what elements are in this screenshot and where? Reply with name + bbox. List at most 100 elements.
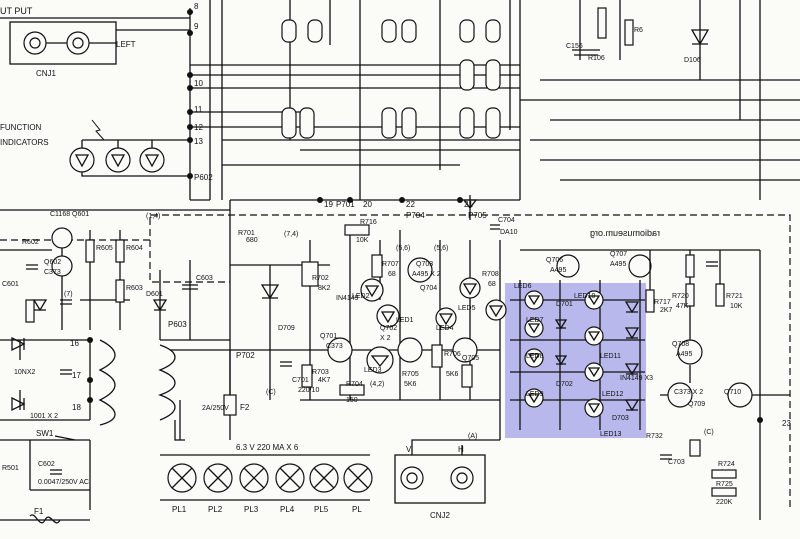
note-7-4: (7,4) (284, 231, 298, 238)
note-a: (A) (468, 433, 477, 440)
r707-label: R707 (382, 261, 399, 268)
port-p603: P603 (168, 320, 187, 329)
c704-label: C704 (498, 217, 515, 224)
q602-label: Q602 (44, 259, 61, 266)
r725-label: R725 (716, 481, 733, 488)
in4149x3-label: IN4149 X3 (620, 375, 653, 382)
r703-label: R703 (312, 369, 329, 376)
q706-label: Q706 (546, 257, 563, 264)
q702-label: Q702 (380, 325, 397, 332)
d601-label: D601 (146, 291, 163, 298)
led-matrix (510, 280, 645, 430)
r702-label: R702 (312, 275, 329, 282)
note-5-6-a: (5,6) (396, 245, 410, 252)
q707-label: Q707 (610, 251, 627, 258)
r707-value: 68 (388, 271, 396, 278)
r725-value: 220K (716, 499, 733, 506)
lamp-pl4: PL4 (280, 505, 295, 514)
led1-label: LED1 (396, 317, 414, 324)
cnj2-label: CNJ2 (430, 511, 451, 520)
left-rectifier (0, 336, 116, 426)
pin-17: 17 (72, 371, 81, 380)
note-c-2: (C) (704, 429, 714, 436)
r705-value: 5K6 (404, 381, 417, 388)
d709-label: D709 (278, 325, 295, 332)
h-label: H (458, 445, 464, 454)
led13-label: LED13 (600, 431, 622, 438)
lamp-pl2: PL2 (208, 505, 223, 514)
switch-bank (190, 0, 520, 200)
r708-label: R708 (482, 271, 499, 278)
lamp-rating: 6.3 V 220 MA X 6 (236, 443, 299, 452)
q701-label: Q701 (320, 333, 337, 340)
d702-label: D702 (556, 381, 573, 388)
transformer-f2 (158, 344, 237, 441)
r603-label: R603 (126, 285, 143, 292)
led11-label: LED11 (600, 353, 621, 360)
q703-type: A495 X 2 (412, 271, 441, 278)
q705-label: Q705 (462, 355, 479, 362)
r705-label: R705 (402, 371, 419, 378)
diode-pair-label: 10NX2 (14, 369, 36, 376)
r6-label: R6 (634, 27, 643, 34)
note-4-2: (4,2) (370, 381, 384, 388)
note-c-1: (C) (266, 389, 276, 396)
r706-value: 5K6 (446, 371, 459, 378)
c156-label: C156 (566, 43, 583, 50)
r701-value: 680 (246, 237, 258, 244)
pin-11: 11 (194, 105, 203, 114)
cnj1-label: CNJ1 (36, 69, 57, 78)
lamp-pl6: PL (352, 505, 362, 514)
port-p701: P701 (336, 200, 355, 209)
r732-label: R732 (646, 433, 663, 440)
r721-label: R721 (726, 293, 743, 300)
note-7: (7) (64, 291, 73, 298)
r720-value: 47K (676, 303, 689, 310)
led9-label: LED9 (526, 391, 544, 398)
output-connector-cnj1 (9, 21, 117, 65)
cnj2-connector (394, 439, 500, 504)
r706-label: R706 (444, 351, 461, 358)
q707-type: A495 (610, 261, 626, 268)
r704-label: R704 (346, 381, 363, 388)
pilot-lamp-row (160, 454, 373, 501)
r716-value: 10K (356, 237, 369, 244)
q702-type: X 2 (380, 335, 391, 342)
r605-label: R605 (96, 245, 113, 252)
d703-label: D703 (612, 415, 629, 422)
right-driver-section (520, 249, 790, 520)
led12-label: LED12 (602, 391, 624, 398)
r702-value: 8K2 (318, 285, 331, 292)
driver-circuit (230, 195, 507, 440)
watermark-text: radiomuseum.org (590, 228, 660, 238)
pin-18: 18 (72, 403, 81, 412)
q708-type: A495 (676, 351, 692, 358)
pin-16: 16 (70, 339, 79, 348)
pin-13: 13 (194, 137, 203, 146)
c373-label: C373 (326, 343, 343, 350)
in4149-label: IN4149 (336, 295, 359, 302)
r716-label: R716 (360, 219, 377, 226)
function-indicator-leds (69, 119, 190, 177)
r721-value: 10K (730, 303, 743, 310)
c602-label: C602 (38, 461, 55, 468)
fuse-rating: 2A/250V (202, 405, 229, 412)
r602-label: R602 (22, 239, 39, 246)
lamp-pl5: PL5 (314, 505, 329, 514)
r703-value: 4K7 (318, 377, 331, 384)
port-p602: P602 (194, 173, 213, 182)
port-p702: P702 (236, 351, 255, 360)
q602-type-label: C373 (44, 269, 61, 276)
port-p705: P705 (468, 211, 487, 220)
r708-value: 68 (488, 281, 496, 288)
indicators-label: INDICATORS (0, 138, 49, 147)
left-label: LEFT (116, 40, 136, 49)
c601-label: C601 (2, 281, 19, 288)
pin-10: 10 (194, 79, 203, 88)
fuse-f1-label: F1 (34, 507, 44, 516)
note-1-4: (1,4) (146, 213, 160, 220)
r604-label: R604 (126, 245, 143, 252)
r717-value: 2K7 (660, 307, 673, 314)
da10-label: DA10 (500, 229, 518, 236)
